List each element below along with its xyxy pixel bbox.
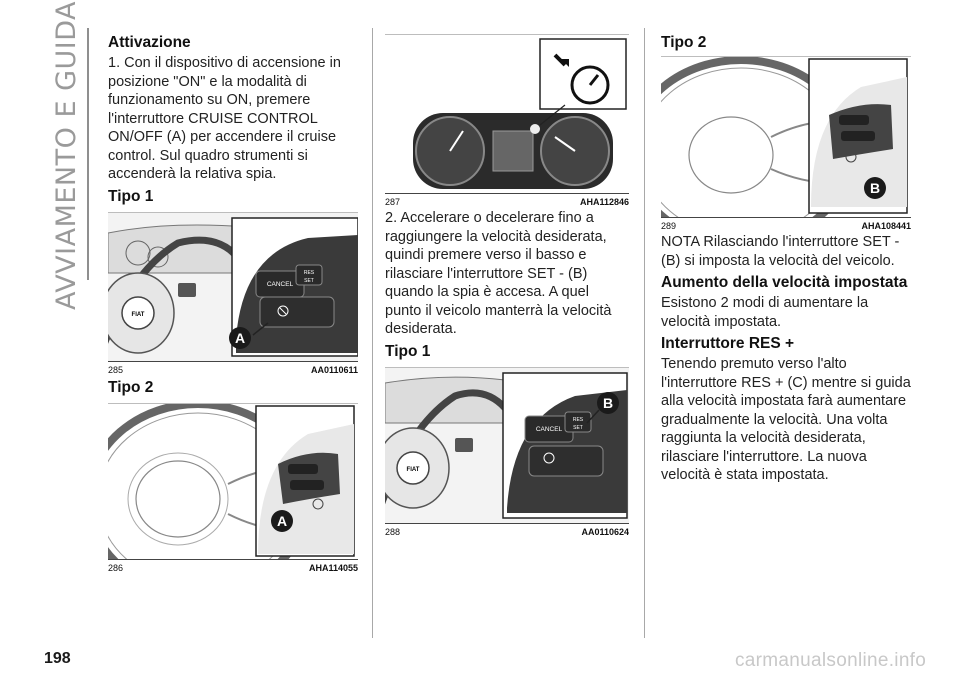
steering-wheel-type1-illustration: FIAT CANCEL RES SET xyxy=(385,367,629,523)
figure-code: AHA114055 xyxy=(308,562,358,573)
figure-number: 288 xyxy=(385,526,401,537)
paragraph-res: Tenendo premuto verso l'alto l'interrutt… xyxy=(661,356,911,483)
figure-number: 287 xyxy=(385,197,401,207)
fiat-logo-text: FIAT xyxy=(132,312,145,318)
res-label: RES xyxy=(573,417,584,423)
figure-286: A 286 AHA114055 xyxy=(108,402,358,573)
figure-code: AA0110624 xyxy=(581,526,629,537)
cancel-label: CANCEL xyxy=(536,426,563,433)
fig-288-label: Tipo 1 xyxy=(385,342,431,360)
figure-number: 289 xyxy=(661,221,677,231)
figure-code: AHA108441 xyxy=(861,221,911,231)
figure-285: FIAT CANCEL RES SET A 285 AA0110611 xyxy=(108,211,358,375)
figure-286-image: A xyxy=(108,402,358,560)
column-divider-1 xyxy=(372,28,373,638)
fig-285-label: Tipo 1 xyxy=(108,187,154,205)
figure-number: 286 xyxy=(108,562,124,573)
figure-285-image: FIAT CANCEL RES SET A xyxy=(108,211,358,362)
fig-289-label: Tipo 2 xyxy=(661,34,707,51)
badge-a: A xyxy=(271,509,293,532)
instrument-cluster-illustration xyxy=(385,35,629,193)
figure-287: 287 AHA112846 xyxy=(385,34,629,207)
set-label: SET xyxy=(573,425,583,431)
badge-b: B xyxy=(597,391,619,414)
figure-number: 285 xyxy=(108,364,124,375)
res-label: RES xyxy=(304,270,315,276)
section-rule xyxy=(87,28,89,280)
cancel-label: CANCEL xyxy=(267,281,294,288)
figure-289-caption: 289 AHA108441 xyxy=(661,221,911,231)
column-3: Tipo 2 B 289 AHA108441 NOTA Ril xyxy=(661,30,911,485)
figure-code: AA0110611 xyxy=(310,364,358,375)
figure-288-caption: 288 AA0110624 xyxy=(385,527,629,537)
page-number: 198 xyxy=(44,650,71,667)
paragraph-attivazione: 1. Con il dispositivo di accensione in p… xyxy=(108,55,341,182)
steering-wheel-type2-illustration xyxy=(661,57,911,217)
paragraph-accelerare: 2. Accelerare o decelerare fino a raggiu… xyxy=(385,210,612,337)
heading-aumento: Aumento della velocità impostata xyxy=(661,274,908,291)
nota-paragraph: NOTA Rilasciando l'interruttore SET - (B… xyxy=(661,234,900,269)
figure-288-image: FIAT CANCEL RES SET B xyxy=(385,366,629,524)
section-title: AVVIAMENTO E GUIDA xyxy=(42,0,92,309)
badge-a: A xyxy=(229,326,251,349)
figure-289: B 289 AHA108441 xyxy=(661,56,911,231)
set-label: SET xyxy=(304,278,314,284)
figure-287-caption: 287 AHA112846 xyxy=(385,197,629,207)
paragraph-aumento: Esistono 2 modi di aumentare la velocità… xyxy=(661,295,869,330)
steering-wheel-type1-illustration: FIAT CANCEL RES SET xyxy=(108,212,358,361)
figure-287-image xyxy=(385,34,629,194)
steering-wheel-type2-illustration xyxy=(108,403,358,559)
figure-285-caption: 285 AA0110611 xyxy=(108,365,358,375)
figure-286-caption: 286 AHA114055 xyxy=(108,563,358,573)
heading-res: Interruttore RES + xyxy=(661,335,795,352)
column-2: 287 AHA112846 2. Accelerare o decelerare… xyxy=(385,30,629,537)
watermark: carmanualsonline.info xyxy=(735,650,927,671)
figure-code: AHA112846 xyxy=(579,197,629,207)
figure-288: FIAT CANCEL RES SET B 288 AA0110624 xyxy=(385,366,629,537)
fiat-logo-text: FIAT xyxy=(407,467,420,473)
figure-289-image: B xyxy=(661,56,911,218)
heading-attivazione: Attivazione xyxy=(108,34,191,51)
badge-b: B xyxy=(864,177,886,199)
column-divider-2 xyxy=(644,28,645,638)
column-1: Attivazione 1. Con il dispositivo di acc… xyxy=(108,30,358,573)
fig-286-label: Tipo 2 xyxy=(108,378,154,396)
section-title-text: AVVIAMENTO E GUIDA xyxy=(51,0,83,310)
